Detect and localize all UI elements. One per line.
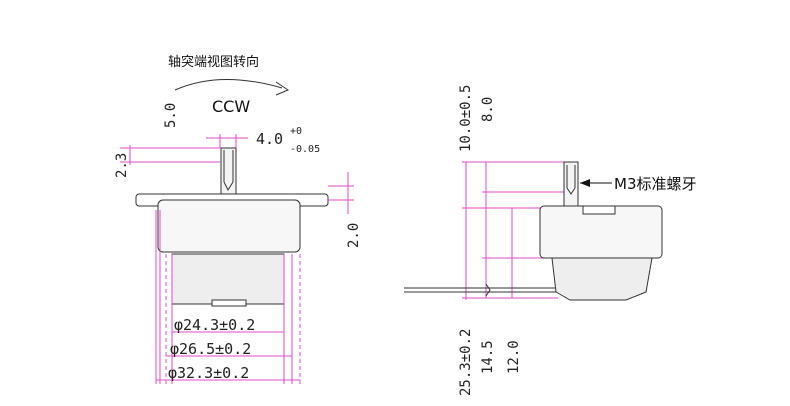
- lead-wire-break: [485, 283, 491, 297]
- view-title: 轴突端视图转向: [168, 54, 259, 70]
- rotation-arrow-icon: [275, 81, 290, 96]
- rotation-arc: [174, 78, 283, 91]
- shaft: [220, 147, 237, 195]
- side-motor-body: [551, 257, 653, 301]
- motor-endcap: [211, 299, 247, 307]
- dim-4-0-tol-plus: +0: [290, 126, 302, 137]
- dim-2-0: 2.0: [346, 223, 362, 248]
- side-gearbox-tab: [582, 205, 616, 215]
- dim-25-3: 25.3±0.2: [458, 329, 474, 396]
- rotation-label: CCW: [212, 97, 250, 116]
- dim-12-0: 12.0: [506, 340, 522, 374]
- dia-26-5: φ26.5±0.2: [170, 340, 251, 358]
- thread-label: M3标准螺牙: [614, 175, 697, 193]
- dim-5-0: 5.0: [163, 103, 179, 128]
- side-shaft: [563, 161, 579, 207]
- side-shaft-tip: [566, 187, 576, 195]
- dim-2-3: 2.3: [114, 153, 130, 178]
- shaft-tip: [223, 181, 234, 192]
- dim-8-0: 8.0: [480, 97, 496, 122]
- gearbox-housing: [157, 199, 301, 253]
- dim-14-5: 14.5: [480, 340, 496, 374]
- dim-4-0: 4.0: [256, 130, 283, 148]
- dia-24-3: φ24.3±0.2: [174, 316, 255, 334]
- dia-32-3: φ32.3±0.2: [168, 364, 249, 382]
- thread-arrow-icon: [580, 179, 590, 187]
- motor-body: [171, 253, 285, 305]
- front-view: 轴突端视图转向 CCW 5.0 4.0 +0 -0.05 2.3 2.0: [114, 54, 362, 384]
- dim-4-0-tol-minus: -0.05: [290, 144, 320, 155]
- dim-10-0: 10.0±0.5: [458, 85, 474, 152]
- side-view: 10.0±0.5 8.0 25.3±0.2 14.5 12.0 M3标准螺牙: [404, 85, 697, 396]
